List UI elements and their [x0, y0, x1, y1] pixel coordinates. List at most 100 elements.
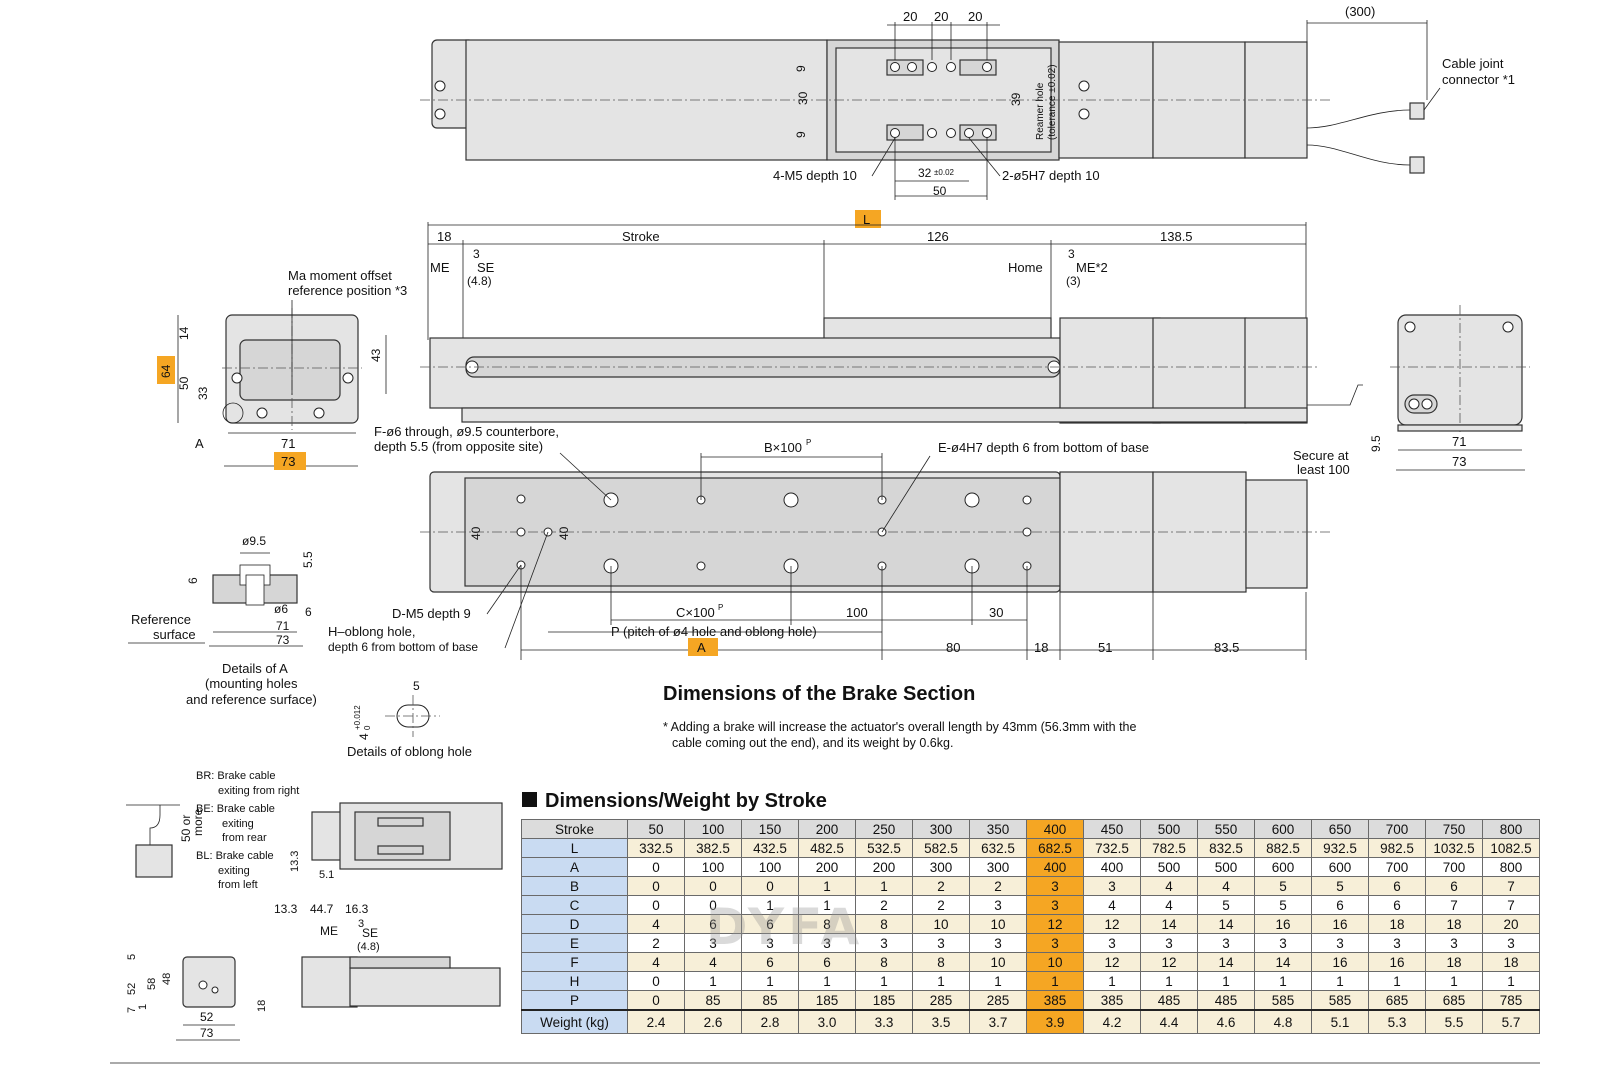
table-cell: 485 [1197, 990, 1255, 1011]
table-cell: 632.5 [969, 838, 1027, 858]
table-cell: 400 [1026, 857, 1084, 877]
dim-51: 51 [1098, 640, 1112, 655]
table-cell: 5.3 [1368, 1009, 1426, 1034]
dim-80: 80 [946, 640, 960, 655]
bl-label-1: BL: Brake cable [196, 850, 274, 862]
table-cell: 550 [1197, 819, 1255, 839]
table-cell: 3.0 [798, 1009, 856, 1034]
table-cell: 14 [1197, 914, 1255, 934]
b-pitch-sup: P [806, 438, 811, 447]
end-view-left: 64 14 50 33 43 A 71 73 [157, 300, 387, 470]
p-label: P (pitch of ø4 hole and oblong hole) [611, 624, 817, 639]
row-label: P [521, 990, 628, 1011]
table-cell: 5.7 [1482, 1009, 1540, 1034]
dim-3-paren: (3) [1066, 274, 1081, 288]
dim-14: 14 [177, 326, 191, 340]
cable-joint-label: Cable joint [1442, 56, 1504, 71]
table-cell: 385 [1026, 990, 1084, 1011]
table-cell: 485 [1140, 990, 1198, 1011]
dim-30-bottom: 30 [989, 605, 1003, 620]
detail-a-d5-5: 5.5 [301, 551, 315, 568]
table-cell: 250 [855, 819, 913, 839]
ma-label-2: reference position *3 [288, 283, 407, 298]
brake-se: SE [362, 926, 378, 940]
table-cell: 3 [1197, 933, 1255, 953]
be-label-3: from rear [222, 832, 267, 844]
h7-label: 2-ø5H7 depth 10 [1002, 168, 1100, 183]
table-cell: 16 [1311, 914, 1369, 934]
table-cell: 300 [969, 857, 1027, 877]
table-cell: 10 [969, 952, 1027, 972]
table-cell: 1 [855, 876, 913, 896]
table-cell: 1 [1368, 971, 1426, 991]
oblong-caption: Details of oblong hole [347, 744, 472, 759]
brake-d4-8: (4.8) [357, 941, 380, 953]
table-cell: 5 [1311, 876, 1369, 896]
br-label-2: exiting from right [218, 785, 299, 797]
dim-3-a: 3 [473, 247, 480, 261]
table-cell: 2 [969, 876, 1027, 896]
row-label: L [521, 838, 628, 858]
table-cell: 5 [1254, 876, 1312, 896]
table-cell: 3 [1425, 933, 1483, 953]
bottom-view: F-ø6 through, ø9.5 counterbore, depth 5.… [328, 424, 1330, 660]
table-cell: 0 [741, 876, 799, 896]
dim-18: 18 [437, 229, 451, 244]
se-label: SE [477, 260, 495, 275]
table-cell: 16 [1368, 952, 1426, 972]
table-cell: 4.2 [1083, 1009, 1141, 1034]
table-cell: 3.7 [969, 1009, 1027, 1034]
table-cell: 3 [1368, 933, 1426, 953]
heading-square-icon [522, 792, 537, 807]
table-cell: 585 [1254, 990, 1312, 1011]
dim-73-left: 73 [281, 454, 295, 469]
table-cell: 14 [1197, 952, 1255, 972]
table-cell: 85 [684, 990, 742, 1011]
table-cell: 6 [1425, 876, 1483, 896]
table-cell: 700 [1368, 819, 1426, 839]
brake-d5: 5 [126, 954, 138, 960]
table-cell: 932.5 [1311, 838, 1369, 858]
d-label: D-M5 depth 9 [392, 606, 471, 621]
oblong-tol-up: +0.012 [353, 705, 362, 730]
table-cell: 1 [1254, 971, 1312, 991]
table-cell: 3 [1254, 933, 1312, 953]
fifty-label-2: more [191, 808, 205, 836]
dim-32-tol: ±0.02 [934, 168, 955, 177]
table-cell: 10 [969, 914, 1027, 934]
table-cell: 3.9 [1026, 1009, 1084, 1034]
table-cell: 2 [627, 933, 685, 953]
table-cell: 1 [798, 876, 856, 896]
table-cell: 200 [798, 819, 856, 839]
table-cell: 18 [1368, 914, 1426, 934]
be-label-1: BE: Brake cable [196, 803, 275, 815]
row-label: H [521, 971, 628, 991]
brake-d52b: 52 [200, 1010, 214, 1024]
row-label: Stroke [521, 819, 628, 839]
fifty-label-1: 50 or [179, 815, 193, 842]
detail-a-d9-5: ø9.5 [242, 534, 266, 548]
table-cell: 300 [912, 857, 970, 877]
table-cell: 385 [1083, 990, 1141, 1011]
dim-43: 43 [369, 348, 383, 362]
b-pitch: B×100 [764, 440, 802, 455]
table-cell: 532.5 [855, 838, 913, 858]
dim-33: 33 [196, 386, 210, 400]
label-a: A [195, 436, 204, 451]
l-badge-text: L [863, 212, 870, 227]
table-cell: 6 [1368, 895, 1426, 915]
ref-label-2: surface [153, 627, 196, 642]
table-cell: 582.5 [912, 838, 970, 858]
table-cell: 3 [1482, 933, 1540, 953]
table-cell: 0 [627, 990, 685, 1011]
table-cell: 732.5 [1083, 838, 1141, 858]
table-cell: 832.5 [1197, 838, 1255, 858]
row-label: E [521, 933, 628, 953]
dim-83-5: 83.5 [1214, 640, 1239, 655]
